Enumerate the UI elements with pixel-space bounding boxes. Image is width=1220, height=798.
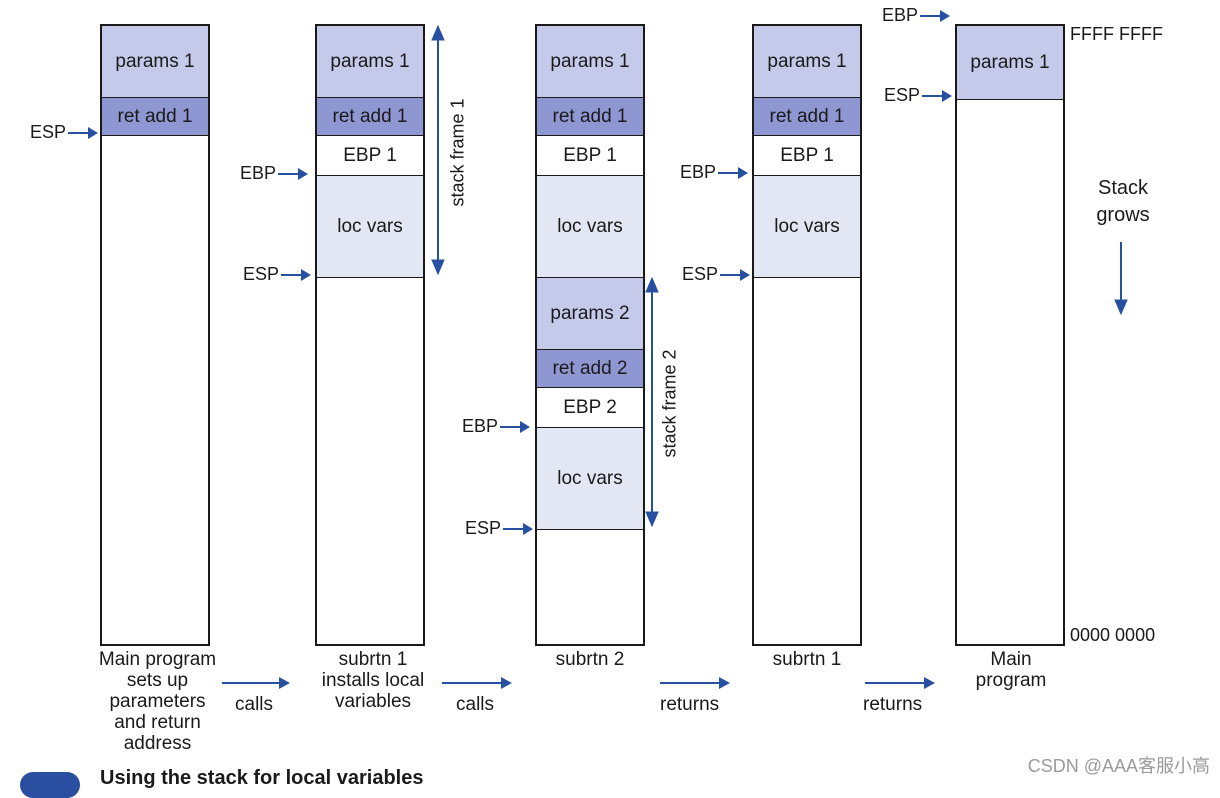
caption-main-setup: Main program sets up parameters and retu… — [98, 649, 217, 754]
watermark: CSDN @AAA客服小高 — [1027, 756, 1210, 776]
flow-label-calls-2: calls — [456, 694, 495, 715]
stack-grows-label: Stack grows — [1096, 177, 1150, 226]
ebp-label: EBP — [462, 416, 499, 436]
esp-label: ESP — [243, 264, 280, 284]
esp-pointer-2: ESP — [243, 264, 312, 285]
flow-arrow-1-icon — [222, 677, 290, 689]
arrow-right-icon — [720, 268, 751, 281]
cell-params-1: params 1 — [317, 26, 423, 98]
esp-label: ESP — [465, 518, 502, 538]
arrow-right-icon — [278, 167, 309, 180]
stack-column-3: params 1 ret add 1 EBP 1 loc vars params… — [535, 24, 645, 646]
arrow-right-icon — [718, 166, 749, 179]
stack-column-1: params 1 ret add 1 — [100, 24, 210, 646]
bottom-address: 0000 0000 — [1070, 625, 1156, 645]
esp-label: ESP — [682, 264, 719, 284]
stack-grows-arrow — [1114, 242, 1128, 316]
esp-pointer-4: ESP — [682, 264, 751, 285]
stack-frame-2-arrow — [645, 276, 659, 528]
arrow-right-icon — [920, 9, 951, 22]
caption-subrtn2: subrtn 2 — [555, 649, 625, 670]
arrow-right-icon — [503, 522, 534, 535]
cell-ret-add-1: ret add 1 — [754, 98, 860, 136]
figure-number-badge — [20, 772, 80, 798]
arrow-right-icon — [500, 420, 531, 433]
ebp-pointer-2: EBP — [240, 163, 309, 184]
ebp-label: EBP — [240, 163, 277, 183]
flow-arrow-4-icon — [865, 677, 935, 689]
stack-column-4: params 1 ret add 1 EBP 1 loc vars — [752, 24, 862, 646]
stack-column-5: params 1 — [955, 24, 1065, 646]
ebp-label: EBP — [882, 5, 919, 25]
esp-pointer-3: ESP — [465, 518, 534, 539]
ebp-pointer-3: EBP — [462, 416, 531, 437]
ebp-pointer-4: EBP — [680, 162, 749, 183]
cell-loc-vars: loc vars — [754, 176, 860, 278]
cell-loc-vars-2: loc vars — [537, 428, 643, 530]
flow-label-returns-1: returns — [660, 694, 720, 715]
cell-ebp-1: EBP 1 — [754, 136, 860, 176]
cell-params-2: params 2 — [537, 278, 643, 350]
arrow-right-icon — [922, 89, 953, 102]
cell-params-1: params 1 — [537, 26, 643, 98]
figure-caption: Using the stack for local variables — [100, 767, 424, 789]
caption-subrtn1-installs: subrtn 1 installs local variables — [321, 649, 425, 712]
cell-ebp-2: EBP 2 — [537, 388, 643, 428]
cell-params-1: params 1 — [102, 26, 208, 98]
cell-ret-add-1: ret add 1 — [537, 98, 643, 136]
flow-arrow-2-icon — [442, 677, 512, 689]
flow-label-calls-1: calls — [235, 694, 274, 715]
esp-label: ESP — [884, 85, 921, 105]
stack-frame-1-label: stack frame 1 — [447, 98, 468, 207]
cell-ret-add-1: ret add 1 — [102, 98, 208, 136]
caption-subrtn1: subrtn 1 — [772, 649, 842, 670]
caption-main-program: Main program — [975, 649, 1047, 691]
stack-frame-2-label: stack frame 2 — [659, 349, 680, 458]
cell-loc-vars: loc vars — [317, 176, 423, 278]
cell-params-1: params 1 — [754, 26, 860, 98]
cell-ebp-1: EBP 1 — [537, 136, 643, 176]
ebp-label: EBP — [680, 162, 717, 182]
cell-ret-add-1: ret add 1 — [317, 98, 423, 136]
arrow-right-icon — [281, 268, 312, 281]
flow-label-returns-2: returns — [863, 694, 923, 715]
flow-arrow-3-icon — [660, 677, 730, 689]
esp-pointer-5: ESP — [884, 85, 953, 106]
esp-pointer-1: ESP — [30, 122, 99, 143]
cell-params-1: params 1 — [957, 26, 1063, 100]
top-address: FFFF FFFF — [1070, 24, 1163, 44]
ebp-pointer-5: EBP — [882, 5, 951, 26]
esp-label: ESP — [30, 122, 67, 142]
stack-column-2: params 1 ret add 1 EBP 1 loc vars — [315, 24, 425, 646]
cell-loc-vars: loc vars — [537, 176, 643, 278]
cell-ret-add-2: ret add 2 — [537, 350, 643, 388]
stack-frame-1-arrow — [431, 24, 445, 276]
arrow-right-icon — [68, 126, 99, 139]
cell-ebp-1: EBP 1 — [317, 136, 423, 176]
